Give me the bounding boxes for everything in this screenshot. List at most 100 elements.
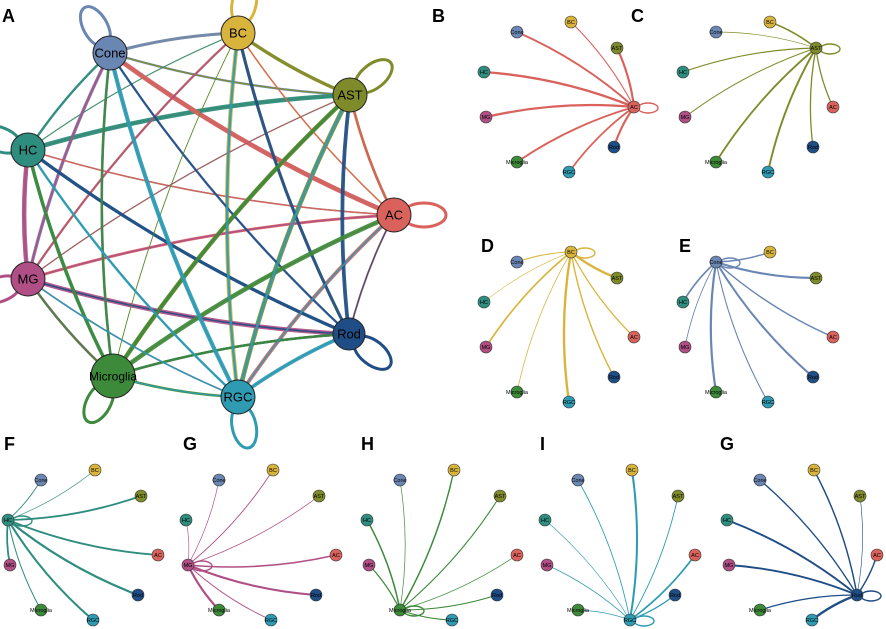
node-ast xyxy=(610,271,624,285)
node-label-cone: Cone xyxy=(510,260,523,266)
edge-cone-to-hc xyxy=(27,52,111,151)
edge-rod-to-hc xyxy=(27,148,350,336)
edge-cone-to-ast xyxy=(109,51,351,97)
node-microglia xyxy=(709,155,723,169)
self-loop-bc xyxy=(574,247,596,259)
node-hc xyxy=(676,295,690,309)
edge-rgc-to-mg xyxy=(546,564,631,621)
node-microglia xyxy=(571,603,585,617)
node-label-rgc: RGC xyxy=(224,390,253,405)
node-hc xyxy=(179,513,193,527)
node-rod xyxy=(607,140,621,154)
edge-bc-to-cone xyxy=(516,251,572,263)
edge-microglia-to-rod xyxy=(399,594,498,611)
node-label-cone: Cone xyxy=(34,478,47,484)
node-rgc xyxy=(562,165,576,179)
edge-rgc-to-ast xyxy=(236,94,352,398)
edge-cone-to-rgc xyxy=(715,261,769,403)
node-mg xyxy=(540,558,554,572)
node-mg xyxy=(678,110,692,124)
edge-rod-to-cone xyxy=(109,52,350,335)
node-label-mg: MG xyxy=(725,563,734,569)
node-microglia xyxy=(510,155,524,169)
edge-ac-to-hc xyxy=(483,70,635,109)
edge-rod-to-rgc xyxy=(811,593,858,621)
edge-rod-to-ast xyxy=(340,94,352,335)
node-label-ast: AST xyxy=(673,494,684,500)
node-microglia xyxy=(393,603,407,617)
node-label-hc: HC xyxy=(363,518,371,524)
edge-bc-to-rod xyxy=(570,251,615,378)
edge-microglia-to-hc xyxy=(366,519,401,611)
node-label-rod: Rod xyxy=(609,375,619,381)
edge-ast-to-mg xyxy=(684,47,817,118)
edge-rgc-to-hc xyxy=(544,519,631,621)
edge-mg-to-ast xyxy=(187,495,320,566)
node-label-rgc: RGC xyxy=(87,618,99,624)
node-label-bc: BC xyxy=(567,20,575,26)
edge-rgc-to-bc xyxy=(225,32,240,398)
node-label-rgc: RGC xyxy=(563,170,575,176)
node-label-ast: AST xyxy=(612,46,623,52)
node-ac xyxy=(376,197,412,233)
edge-bc-to-mg xyxy=(485,251,572,348)
edge-microglia-to-cone xyxy=(399,479,406,611)
node-label-rod: Rod xyxy=(609,145,619,151)
node-bc xyxy=(564,15,578,29)
node-ast xyxy=(809,41,823,55)
node-label-rgc: RGC xyxy=(762,170,774,176)
edge-microglia-to-cone xyxy=(100,52,115,377)
node-label-microglia: Microglia xyxy=(506,160,529,166)
node-bc xyxy=(763,15,777,29)
node-rgc xyxy=(86,613,100,627)
edge-rod-to-ast xyxy=(856,495,863,596)
edge-hc-to-microglia xyxy=(7,519,42,611)
node-label-microglia: Microglia xyxy=(705,390,728,396)
edge-bc-to-ac xyxy=(570,251,635,338)
node-rod xyxy=(806,370,820,384)
node-cone xyxy=(571,473,585,487)
edge-mg-to-cone xyxy=(187,479,220,566)
edge-rgc-to-ac xyxy=(237,214,395,398)
node-label-rgc: RGC xyxy=(563,400,575,406)
node-label-hc: HC xyxy=(4,518,12,524)
node-label-ast: AST xyxy=(612,276,623,282)
node-label-mg: MG xyxy=(681,345,690,351)
node-microglia xyxy=(753,603,767,617)
panel-label: H xyxy=(361,434,374,454)
edge-ac-to-hc xyxy=(27,149,395,216)
node-rgc xyxy=(761,395,775,409)
edge-mg-to-bc xyxy=(27,32,239,280)
panel-label: F xyxy=(4,434,15,454)
edge-cone-to-ast xyxy=(715,260,817,280)
edge-rgc-to-mg xyxy=(27,278,239,398)
node-microglia xyxy=(90,353,136,399)
node-ast xyxy=(134,489,148,503)
node-mg xyxy=(479,340,493,354)
edge-cone-to-bc xyxy=(715,251,771,263)
edge-ac-to-bc xyxy=(570,21,635,108)
node-label-ast: AST xyxy=(314,494,325,500)
node-label-ast: AST xyxy=(337,88,362,103)
edge-ast-to-hc xyxy=(682,47,817,73)
panel-label: B xyxy=(432,6,445,26)
edge-microglia-to-ast xyxy=(399,495,501,611)
node-microglia xyxy=(709,385,723,399)
node-bc xyxy=(807,463,821,477)
node-label-rod: Rod xyxy=(133,593,143,599)
node-ac xyxy=(826,100,840,114)
node-label-mg: MG xyxy=(482,115,491,121)
edge-rgc-to-cone xyxy=(107,52,240,398)
edge-mg-to-rod xyxy=(187,564,317,597)
edge-hc-to-cone xyxy=(26,52,111,151)
node-cone xyxy=(92,35,128,71)
node-rgc xyxy=(220,379,256,415)
node-cone xyxy=(709,25,723,39)
node-microglia xyxy=(34,603,48,617)
node-rod xyxy=(309,588,323,602)
edge-rgc-to-hc xyxy=(26,149,239,398)
